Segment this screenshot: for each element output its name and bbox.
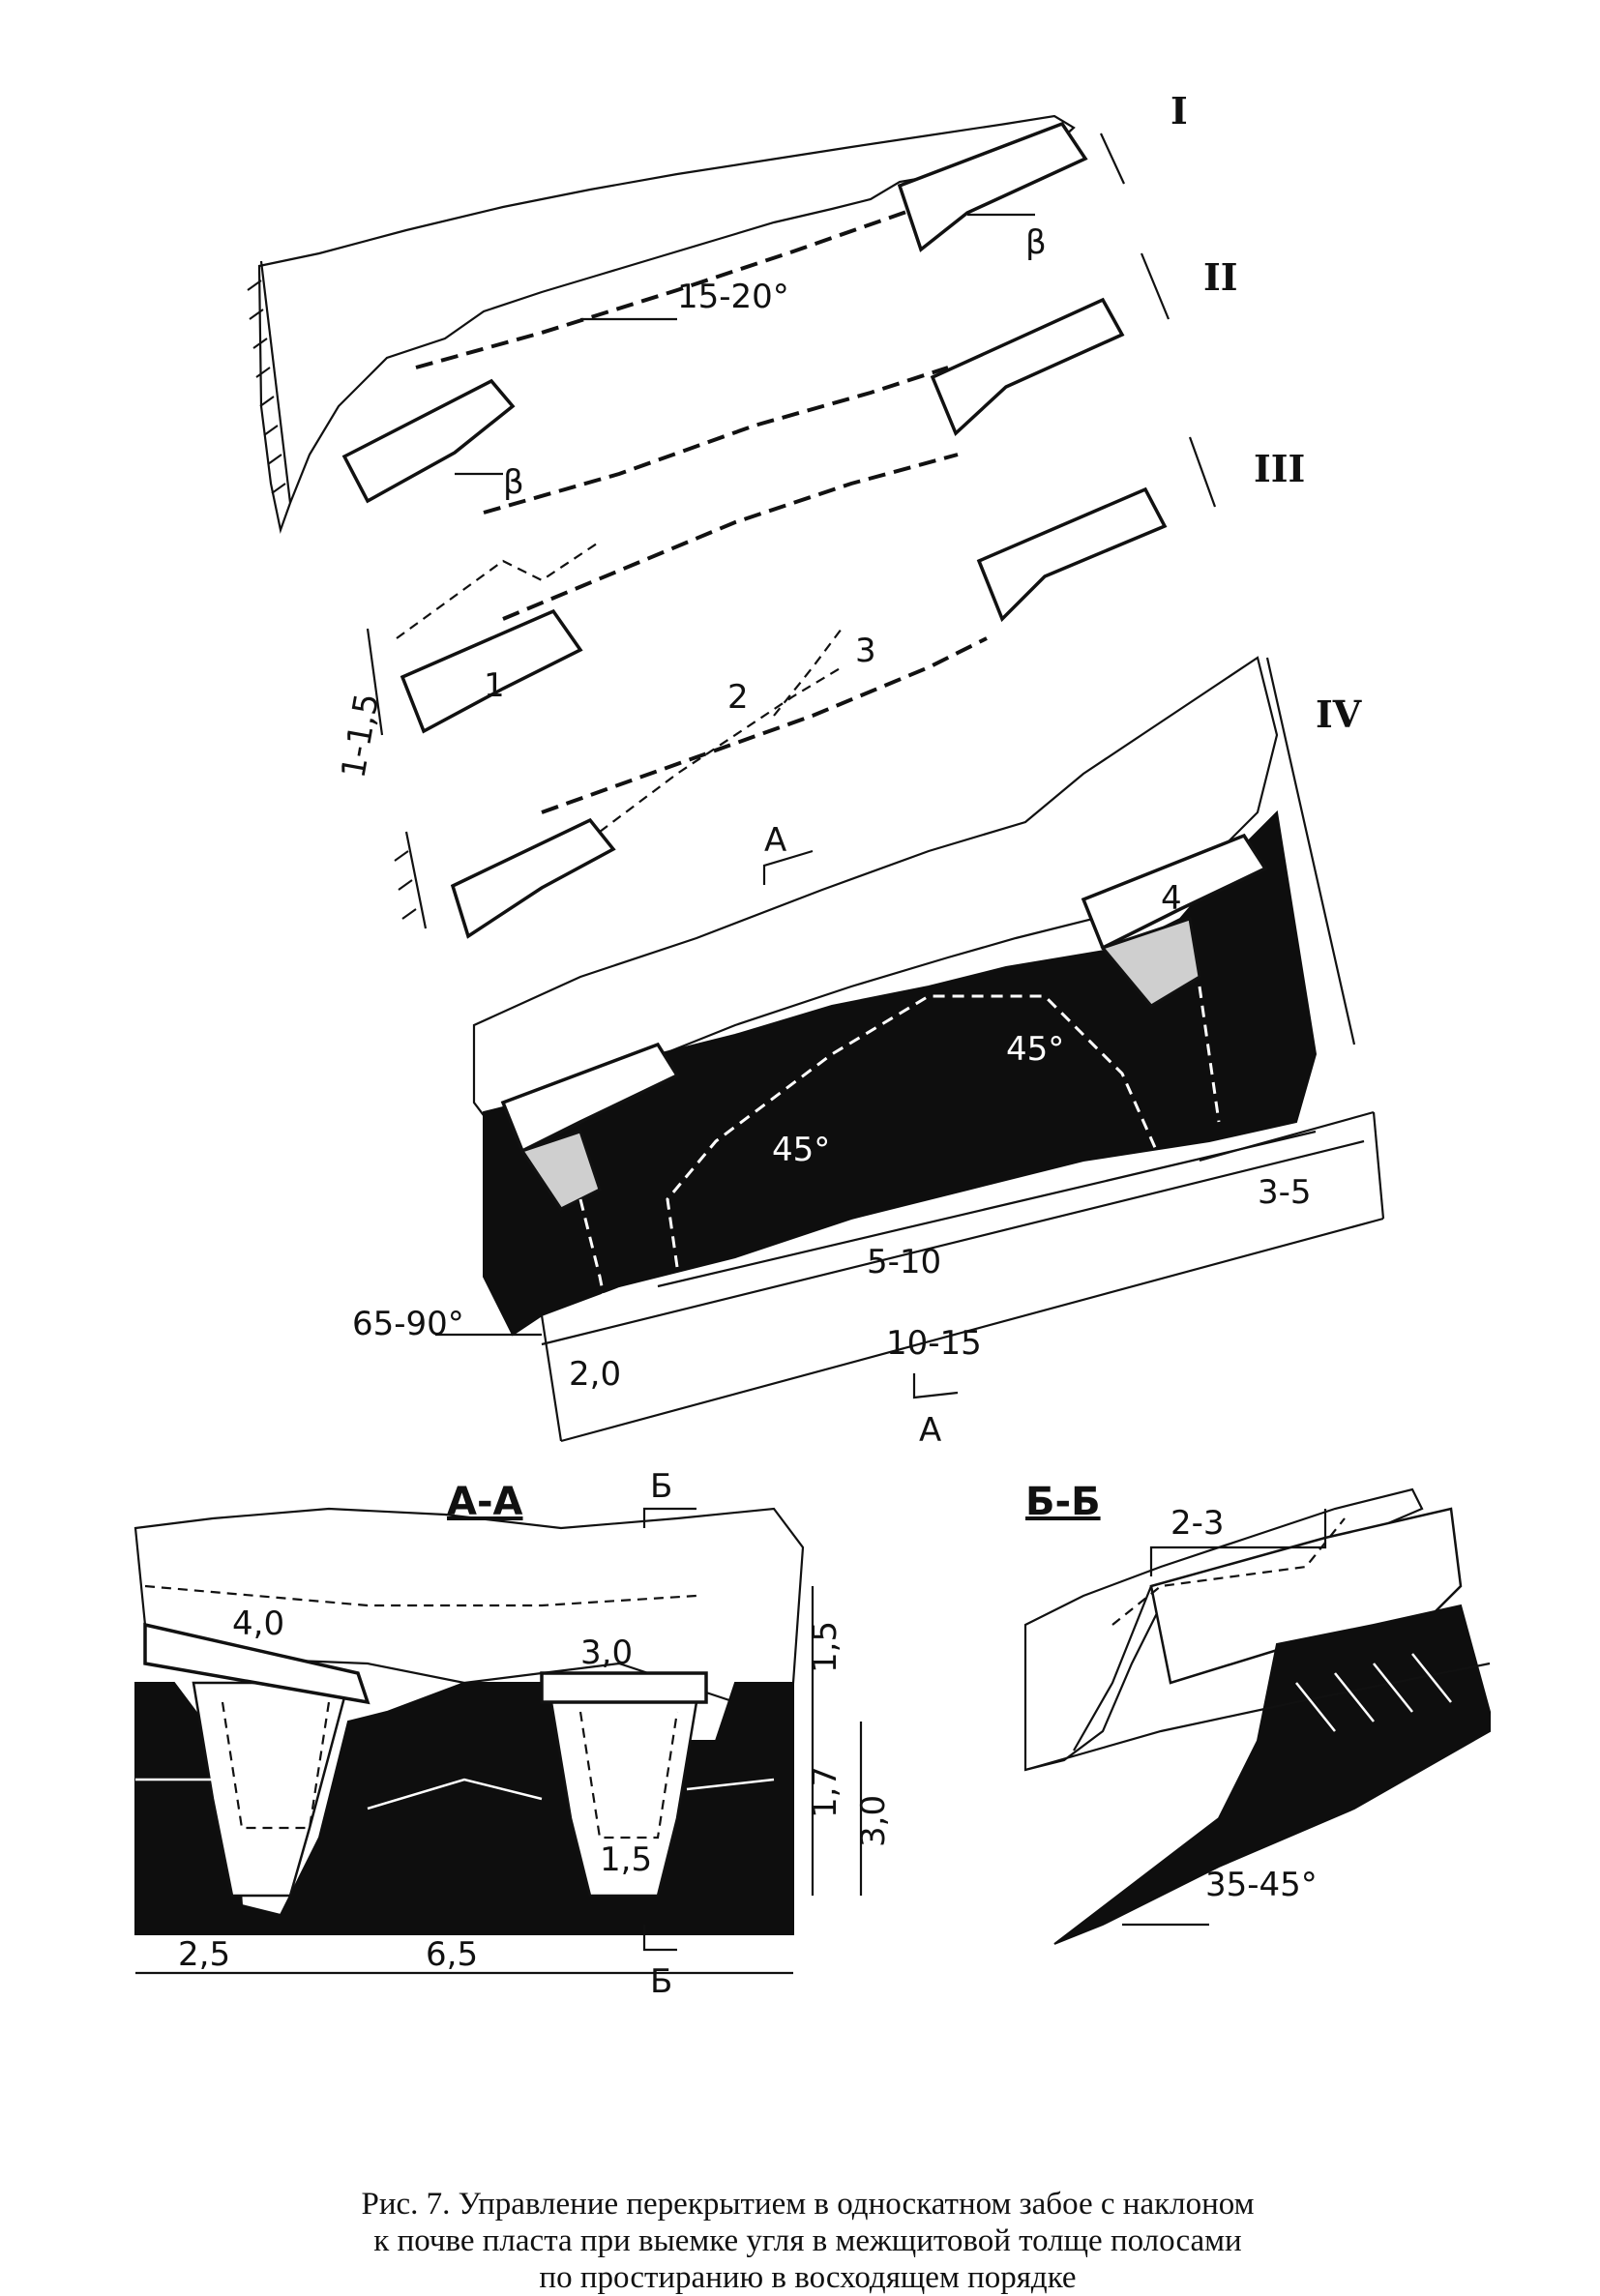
shield-1 — [400, 608, 583, 734]
top-dim-bb — [1149, 1509, 1327, 1576]
shield-number-1: 1 — [484, 666, 505, 705]
pillar-left — [519, 1130, 602, 1211]
section-bb — [1023, 1487, 1491, 1945]
pit-dash-right — [578, 1711, 679, 1840]
dim-strip-mid: 5-10 — [867, 1243, 941, 1281]
seam-line-aa-m — [367, 1778, 543, 1810]
ext-line-b — [1372, 1111, 1385, 1220]
aa-total-h: 3,0 — [854, 1795, 893, 1847]
shield-number-4: 4 — [1161, 879, 1182, 918]
floor-line-bb — [1024, 1662, 1491, 1772]
bb-dip-angle: 35-45° — [1205, 1866, 1318, 1904]
section-mark-b-bottom — [642, 1925, 677, 1952]
stage-i — [247, 114, 1125, 535]
aa-roof-h: 1,5 — [806, 1621, 844, 1673]
section-marker-b-bottom: Б — [650, 1962, 672, 2001]
dim-line-4 — [560, 1217, 1384, 1443]
aa-width-left: 2,5 — [178, 1935, 230, 1974]
caved-rock-i — [257, 114, 1076, 535]
stage-label-iii: III — [1254, 447, 1305, 490]
shield-left-aa — [143, 1622, 370, 1705]
section-bb-title: Б-Б — [1025, 1480, 1101, 1524]
coal-bb — [1053, 1604, 1491, 1945]
slab-outline-iii — [396, 541, 601, 639]
shield-left-iv — [450, 817, 616, 939]
section-marker-a-top: А — [764, 821, 786, 860]
dim-strip-top: 3-5 — [1258, 1173, 1312, 1212]
bb-top-width: 2-3 — [1170, 1504, 1225, 1543]
wall-hatch-i — [247, 280, 286, 494]
hatch-bb — [1295, 1653, 1452, 1732]
caption-line-3: по простиранию в восходящем порядке — [539, 2260, 1077, 2295]
stage-iii — [366, 436, 1217, 736]
angle-beta-top: β — [1025, 223, 1047, 262]
slope-line-bb — [1073, 1585, 1153, 1751]
support-bar-i — [1100, 132, 1125, 185]
shield-4 — [1081, 833, 1268, 951]
aa-pit-w: 1,5 — [600, 1840, 652, 1879]
slab-3-outline — [773, 628, 843, 717]
stage-label-i: I — [1170, 89, 1188, 132]
shield-number-3: 3 — [855, 632, 876, 670]
angle-wall-incline: 65-90° — [352, 1305, 464, 1343]
slab-2-outline — [599, 666, 843, 833]
caption-line-1: Рис. 7. Управление перекрытием в односка… — [361, 2187, 1255, 2222]
shield-bottom-i — [341, 378, 516, 504]
wall-i — [259, 260, 292, 504]
cut-outline-left — [578, 1198, 611, 1326]
aa-pit-h: 1,7 — [806, 1766, 844, 1818]
ext-line-a — [540, 1314, 563, 1442]
aa-shield-left: 4,0 — [232, 1604, 284, 1643]
roof-dash-iii — [502, 453, 959, 621]
wall-iii — [366, 628, 384, 736]
section-aa-title: А-А — [447, 1480, 523, 1524]
angle-cut-left: 45° — [772, 1131, 830, 1169]
stage-label-ii: II — [1203, 255, 1238, 299]
section-marker-b-top: Б — [650, 1467, 672, 1506]
angle-roof-slope: 15-20° — [677, 278, 789, 316]
dim-line-3 — [541, 1139, 1365, 1346]
stage-iv — [394, 628, 1385, 1443]
support-bar-ii — [1140, 252, 1170, 320]
support-bar-iii — [1188, 436, 1217, 508]
cut-outline-main — [666, 994, 1163, 1268]
dim-line-2 — [657, 1130, 1317, 1288]
dim-strip-bottom: 10-15 — [886, 1324, 982, 1363]
caption-line-2: к почве пласта при выемке угля в межщито… — [373, 2223, 1242, 2258]
angle-cut-right: 45° — [1006, 1030, 1064, 1069]
section-marker-a-bottom: А — [919, 1411, 941, 1450]
dim-edge: 2,0 — [569, 1355, 621, 1394]
shield-top-iii — [976, 486, 1168, 623]
section-mark-a-top — [762, 849, 814, 885]
section-aa — [133, 1507, 863, 1975]
roof-dash-i — [415, 209, 910, 369]
section-mark-b-top — [642, 1507, 696, 1528]
roof-dash-ii — [483, 366, 949, 515]
shield-bb — [1149, 1507, 1463, 1685]
wall-iv — [404, 831, 428, 929]
shield-bottom-iv — [500, 1042, 680, 1154]
shield-top-i — [897, 121, 1088, 252]
shield-top-ii — [930, 297, 1125, 436]
shield-right-aa — [540, 1671, 708, 1704]
cut-outline-right — [1198, 986, 1221, 1123]
support-bar-iv — [1265, 657, 1356, 1045]
figure-caption: Рис. 7. Управление перекрытием в односка… — [164, 2186, 1451, 2296]
stage-label-iv: IV — [1316, 692, 1363, 736]
seam-line-aa-r — [686, 1778, 775, 1791]
angle-beta-left: β — [503, 463, 524, 502]
wall-hatch-iv — [394, 850, 417, 920]
aa-width-right: 6,5 — [426, 1935, 478, 1974]
dim-step: 1-1,5 — [334, 691, 387, 781]
shield-number-2: 2 — [727, 678, 749, 717]
pillar-right — [1100, 917, 1201, 1008]
roof-dash-iv — [541, 636, 988, 814]
coal-seam-iv — [483, 809, 1318, 1337]
section-mark-a-bottom — [912, 1373, 959, 1399]
stage-ii — [483, 252, 1170, 515]
aa-shield-right: 3,0 — [580, 1634, 633, 1672]
